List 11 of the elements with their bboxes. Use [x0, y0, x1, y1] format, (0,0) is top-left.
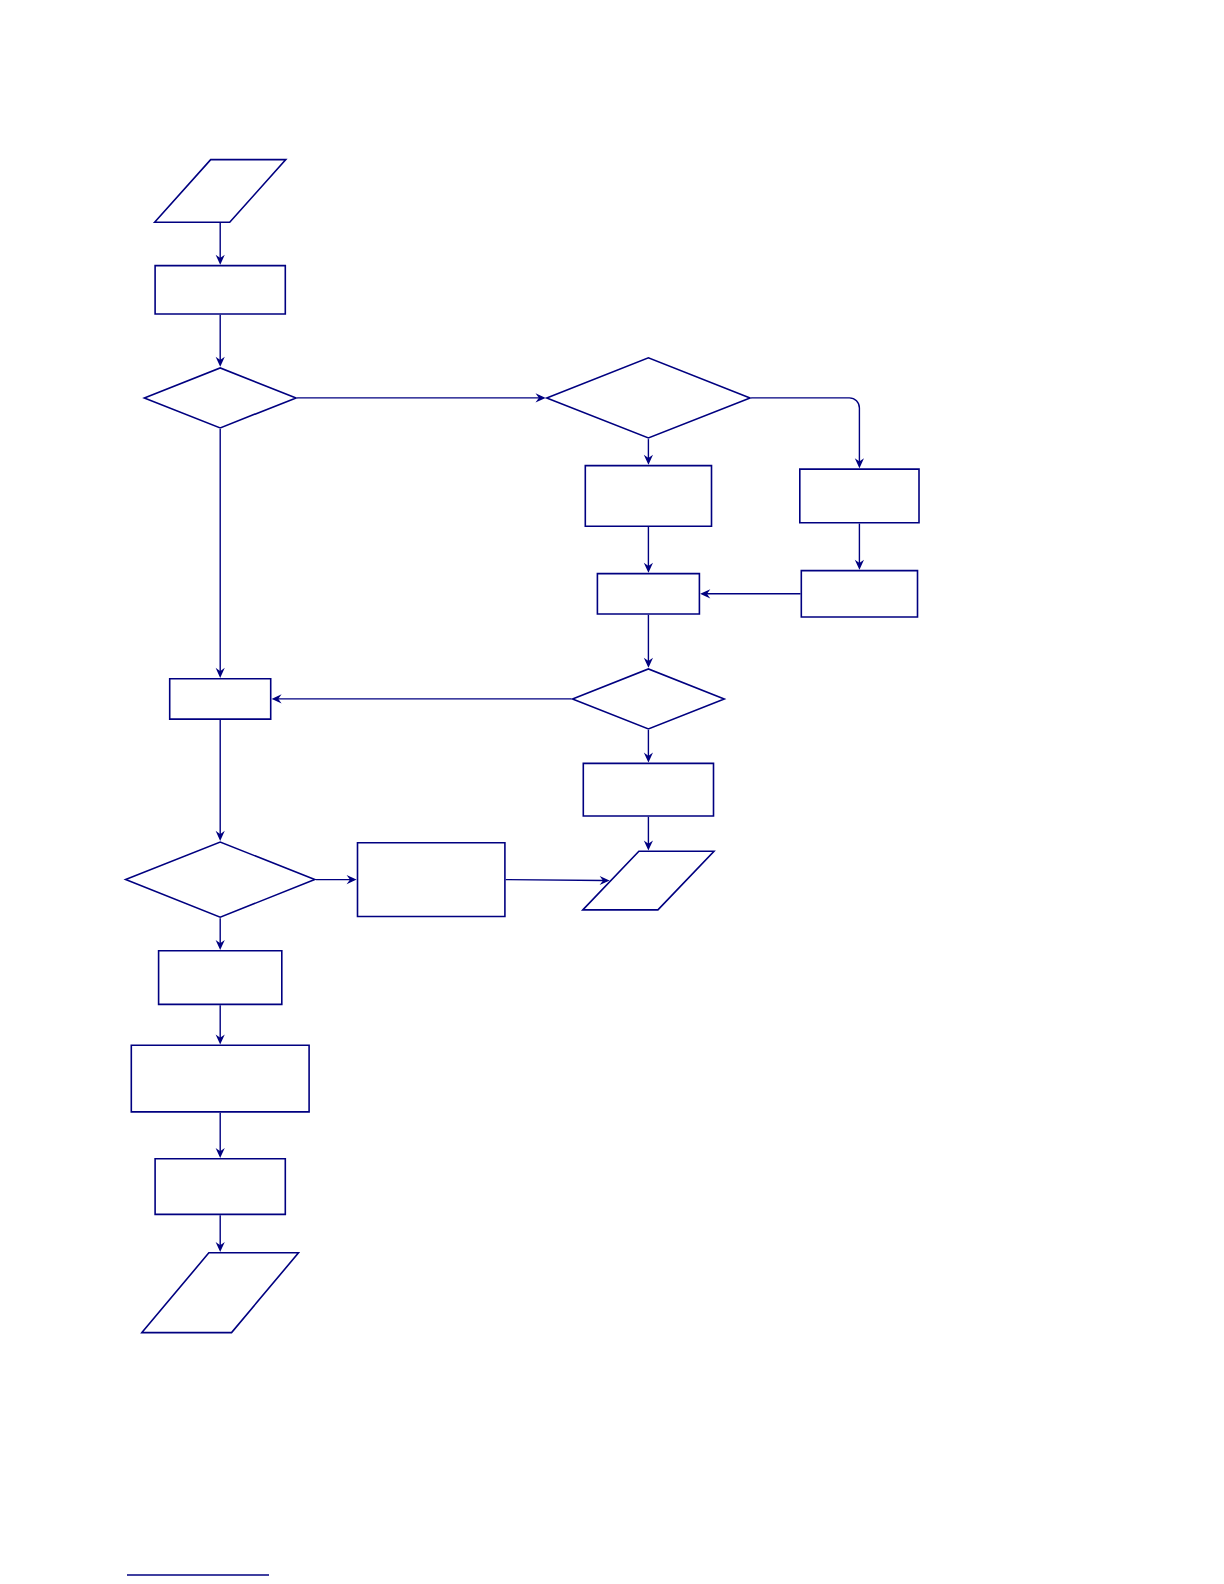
process-box	[356, 841, 506, 918]
process-box	[582, 762, 715, 817]
process-box	[154, 1158, 287, 1216]
process-box	[157, 950, 283, 1006]
process-box	[154, 264, 287, 315]
process-box	[130, 1044, 310, 1113]
process-box	[800, 569, 919, 618]
process-box	[168, 677, 272, 720]
process-box	[799, 468, 920, 524]
process-box	[584, 464, 713, 527]
process-box	[596, 572, 701, 615]
